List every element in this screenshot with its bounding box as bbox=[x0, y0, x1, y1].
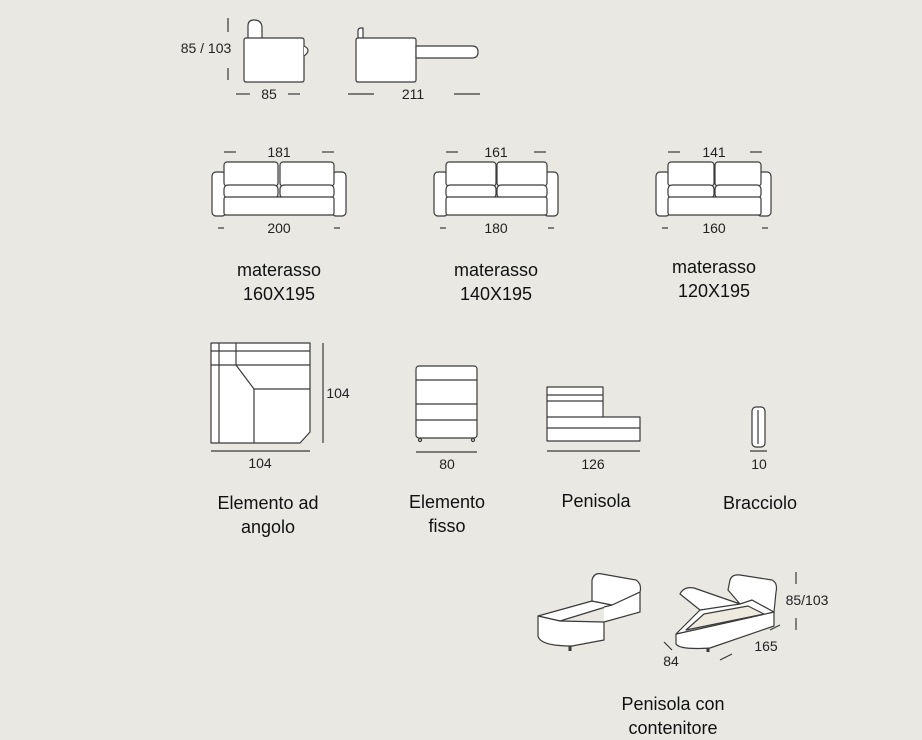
sofa-bed-front-view-2 bbox=[433, 151, 559, 229]
fixed-element-caption: Elemento fisso bbox=[387, 490, 507, 538]
sofa-2-mattress-caption: materasso 140X195 bbox=[436, 258, 556, 306]
chaise-top-view bbox=[546, 386, 641, 452]
armrest-top-view bbox=[750, 406, 767, 452]
sofa-3-seat-dim: 141 bbox=[702, 144, 726, 160]
sofa-1-mattress-caption: materasso 160X195 bbox=[219, 258, 339, 306]
chaise-caption: Penisola bbox=[536, 489, 656, 513]
storage-chaise-width-dim: 84 bbox=[663, 653, 679, 669]
armrest-width-dim: 10 bbox=[751, 456, 767, 472]
storage-chaise-open-perspective bbox=[663, 572, 797, 661]
sofa-3-mattress-label: materasso bbox=[671, 257, 757, 277]
storage-chaise-label-line1: Penisola con bbox=[621, 694, 725, 714]
armrest-caption: Bracciolo bbox=[700, 491, 820, 515]
sofa-bed-front-view-3 bbox=[655, 151, 772, 229]
fixed-element-label-line1: Elemento bbox=[408, 492, 486, 512]
sofa-2-mattress-label: materasso bbox=[453, 260, 539, 280]
chaise-width-dim: 126 bbox=[581, 456, 605, 472]
armrest-label: Bracciolo bbox=[722, 493, 798, 513]
fixed-element-label-line2: fisso bbox=[428, 516, 466, 536]
storage-chaise-closed-perspective bbox=[537, 573, 642, 651]
corner-element-caption: Elemento ad angolo bbox=[198, 491, 338, 539]
recliner-closed-depth-dim: 85 bbox=[261, 86, 277, 102]
storage-chaise-label-line2: contenitore bbox=[628, 718, 718, 738]
sofa-3-width-dim: 160 bbox=[702, 220, 726, 236]
sofa-1-width-dim: 200 bbox=[267, 220, 291, 236]
sofa-1-seat-dim: 181 bbox=[267, 144, 291, 160]
corner-element-label-line1: Elemento ad bbox=[217, 493, 319, 513]
recliner-height-dim: 85 / 103 bbox=[181, 40, 232, 56]
chaise-label: Penisola bbox=[561, 491, 631, 511]
corner-element-depth-dim: 104 bbox=[326, 385, 350, 401]
recliner-open-depth-dim: 211 bbox=[402, 86, 425, 102]
storage-chaise-height-dim: 85/103 bbox=[786, 592, 829, 608]
fixed-element-width-dim: 80 bbox=[439, 456, 455, 472]
sofa-2-width-dim: 180 bbox=[484, 220, 508, 236]
storage-chaise-length-dim: 165 bbox=[754, 638, 778, 654]
sofa-1-mattress-size: 160X195 bbox=[242, 284, 316, 304]
sofa-3-mattress-caption: materasso 120X195 bbox=[654, 255, 774, 303]
corner-element-width-dim: 104 bbox=[248, 455, 272, 471]
sofa-3-mattress-size: 120X195 bbox=[677, 281, 751, 301]
corner-element-top-view bbox=[210, 342, 324, 452]
sofa-1-mattress-label: materasso bbox=[236, 260, 322, 280]
recliner-closed-side-view bbox=[227, 18, 309, 95]
sofa-2-seat-dim: 161 bbox=[484, 144, 508, 160]
sofa-bed-front-view-1 bbox=[211, 151, 347, 229]
recliner-open-side-view bbox=[348, 27, 480, 95]
corner-element-label-line2: angolo bbox=[240, 517, 296, 537]
sofa-2-mattress-size: 140X195 bbox=[459, 284, 533, 304]
fixed-element-top-view bbox=[415, 365, 478, 453]
storage-chaise-caption: Penisola con contenitore bbox=[593, 692, 753, 740]
